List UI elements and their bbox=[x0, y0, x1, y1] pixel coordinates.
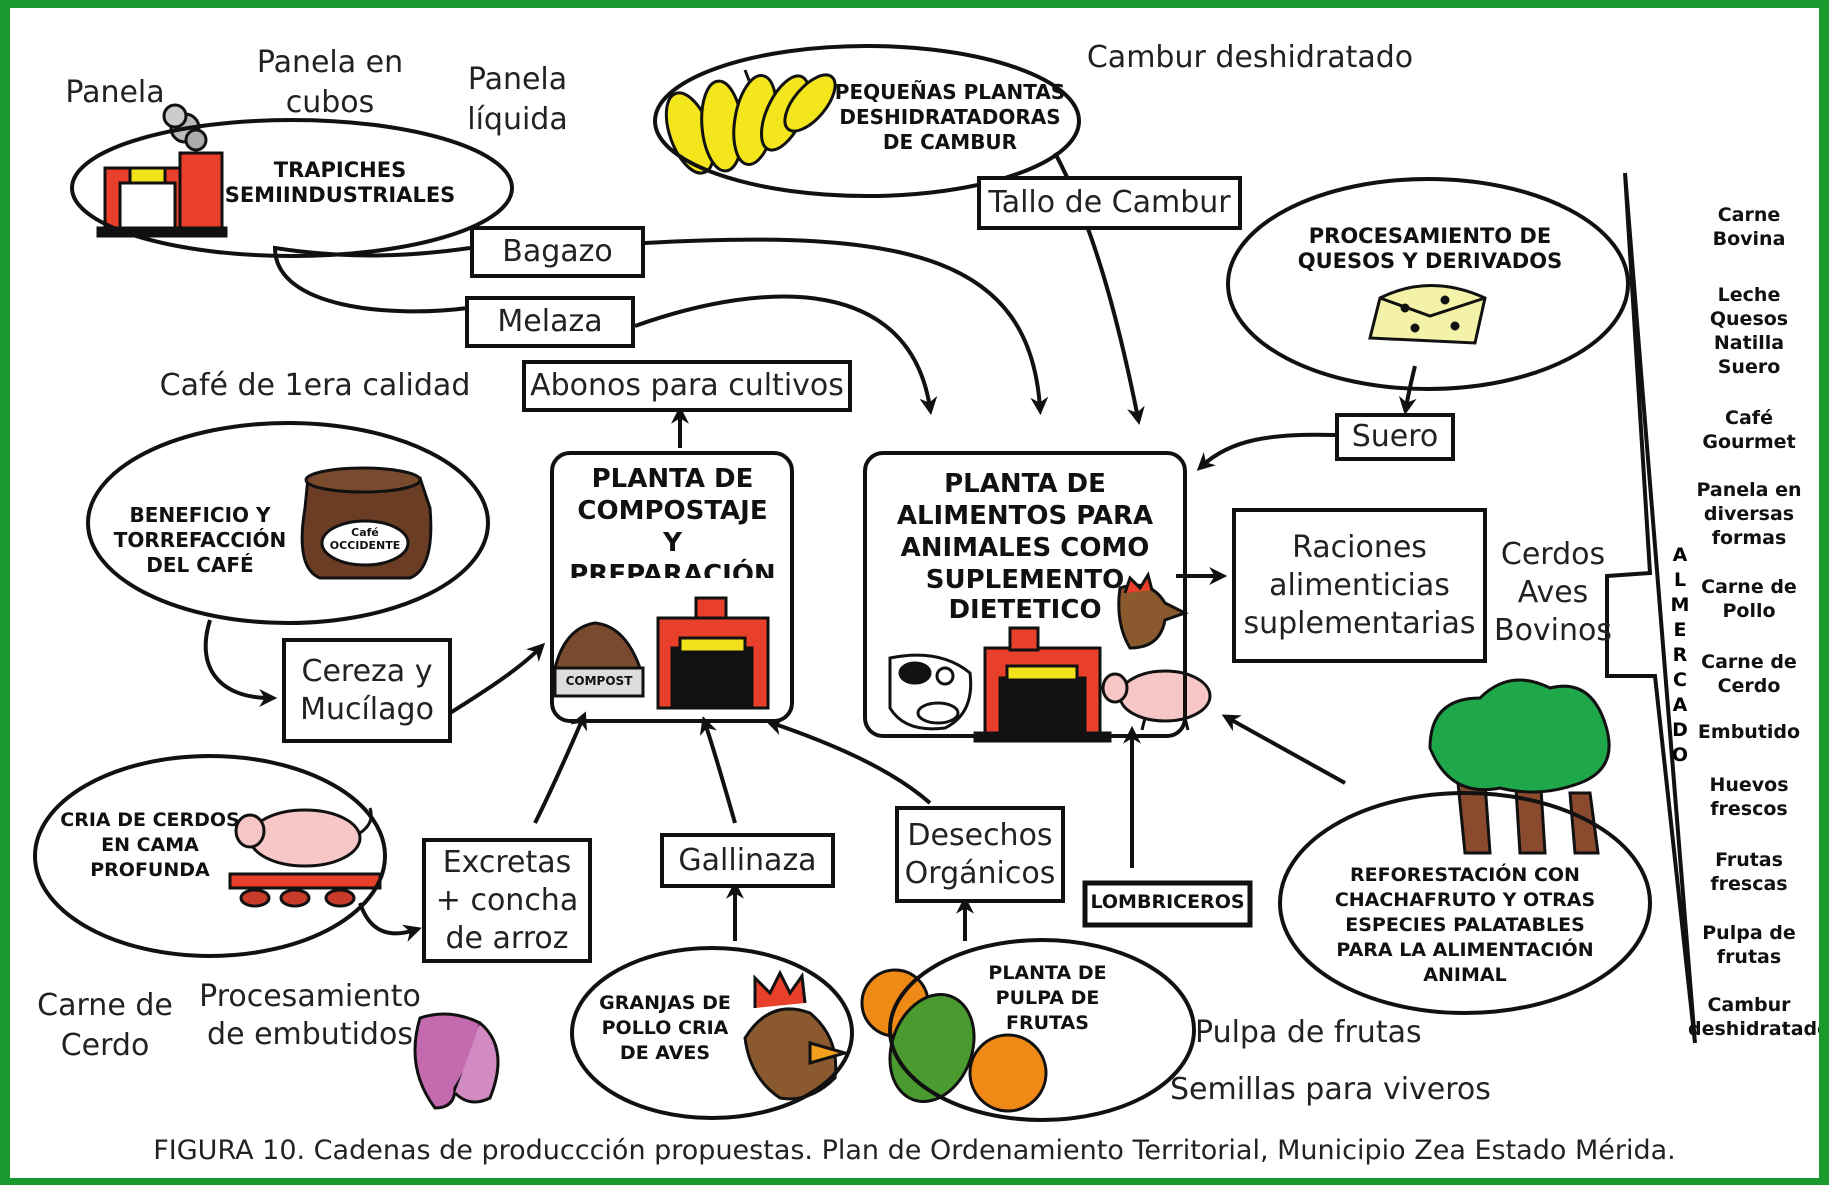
box-bagazo: Bagazo bbox=[470, 226, 645, 278]
label-panela-liquida: Panela líquida bbox=[467, 62, 568, 137]
diagram-canvas: TRAPICHES SEMIINDUSTRIALES PEQUEÑAS PLAN… bbox=[10, 8, 1819, 1178]
box-desechos: Desechos Orgánicos bbox=[895, 806, 1065, 903]
arrow-suero-to-alimentos bbox=[1196, 432, 1336, 471]
market-bracket bbox=[1605, 172, 1697, 1044]
label-pulpa-frutas: Pulpa de frutas bbox=[1195, 1015, 1422, 1050]
market-item: Carne de Cerdo bbox=[1701, 651, 1797, 697]
arrow-cerdos-to-excretas bbox=[358, 902, 422, 942]
coffee-sack-illustration bbox=[300, 466, 433, 580]
market-item: Pulpa de frutas bbox=[1702, 922, 1796, 968]
market-item: Huevos frescos bbox=[1709, 774, 1789, 820]
label-panela: Panela bbox=[65, 75, 165, 110]
market-item: Embutido bbox=[1697, 721, 1801, 743]
market-item: Carne de Pollo bbox=[1701, 576, 1797, 622]
rooster-small-illustration bbox=[1117, 571, 1189, 650]
trees-illustration bbox=[1428, 678, 1611, 855]
arrow-bagazo-to-alimentos bbox=[644, 237, 1049, 416]
cafe-bag-label: Café OCCIDENTE bbox=[329, 526, 401, 552]
rooster-large-illustration bbox=[743, 969, 851, 1101]
label-cafe-1era: Café de 1era calidad bbox=[159, 368, 471, 403]
node-quesos: PROCESAMIENTO DE QUESOS Y DERIVADOS bbox=[1297, 224, 1563, 273]
node-alimentos-mid: SUPLEMENTO bbox=[925, 565, 1125, 595]
flow-diagram bbox=[33, 44, 1697, 1122]
market-item: Carne Bovina bbox=[1712, 204, 1786, 250]
figure-caption: FIGURA 10. Cadenas de produccción propue… bbox=[153, 1135, 1676, 1166]
ham-illustration bbox=[413, 1012, 500, 1110]
market-item: Café Gourmet bbox=[1702, 407, 1796, 453]
arrow-melaza-to-alimentos bbox=[634, 294, 938, 416]
node-trapiches: TRAPICHES SEMIINDUSTRIALES bbox=[224, 158, 456, 207]
box-gallinaza: Gallinaza bbox=[660, 833, 835, 888]
node-compostaje: PLANTA DE COMPOSTAJE Y PREPARACIÓN DE AB… bbox=[569, 464, 776, 578]
box-raciones: Raciones alimenticias suplementarias bbox=[1232, 508, 1487, 663]
label-panela-cubos: Panela en cubos bbox=[256, 45, 404, 120]
arrow-desechos-to-compost bbox=[765, 718, 932, 805]
market-item: Leche Quesos Natilla Suero bbox=[1709, 284, 1789, 378]
arrow-cereza-to-compost bbox=[448, 642, 546, 715]
node-alimentos-top: PLANTA DE ALIMENTOS PARA ANIMALES COMO bbox=[896, 469, 1154, 563]
node-shapes bbox=[33, 44, 1652, 1122]
label-embutidos-proc: Procesamiento de embutidos bbox=[199, 979, 421, 1052]
box-tallo: Tallo de Cambur bbox=[977, 176, 1242, 230]
arrow-excretas-to-compost bbox=[533, 711, 587, 824]
cheese-illustration bbox=[1368, 284, 1487, 345]
label-cambur-deshidratado: Cambur deshidratado bbox=[1086, 40, 1414, 75]
label-cerdos-aves-bovinos: Cerdos Aves Bovinos bbox=[1493, 537, 1613, 648]
node-pulpa-planta: PLANTA DE PULPA DE FRUTAS bbox=[988, 962, 1107, 1034]
node-beneficio: BENEFICIO Y TORREFACCIÓN DEL CAFÉ bbox=[113, 503, 287, 577]
compost-label: COMPOST bbox=[565, 674, 633, 688]
node-deshidratadoras: PEQUEÑAS PLANTAS DESHIDRATADORAS DE CAMB… bbox=[834, 80, 1066, 154]
box-abonos: Abonos para cultivos bbox=[522, 360, 852, 412]
node-alimentos-bot: DIETETICO bbox=[948, 595, 1102, 625]
feed-plant-icon bbox=[973, 626, 1112, 743]
box-cereza: Cereza y Mucílago bbox=[282, 638, 452, 743]
node-cerdos-cama: CRIA DE CERDOS EN CAMA PROFUNDA bbox=[60, 809, 240, 881]
connectors bbox=[203, 152, 1417, 942]
market-item: Frutas frescas bbox=[1710, 849, 1788, 895]
pig-small-illustration bbox=[1101, 669, 1212, 731]
box-melaza: Melaza bbox=[465, 296, 635, 348]
node-reforestacion: REFORESTACIÓN CON CHACHAFRUTO Y OTRAS ES… bbox=[1334, 864, 1596, 986]
box-excretas: Excretas + concha de arroz bbox=[422, 838, 592, 963]
label-semillas: Semillas para viveros bbox=[1170, 1072, 1491, 1107]
label-carne-cerdo: Carne de Cerdo bbox=[37, 988, 173, 1063]
node-granjas: GRANJAS DE POLLO CRIA DE AVES bbox=[599, 992, 731, 1064]
cow-illustration bbox=[888, 653, 973, 731]
market-item: Cambur deshidratado bbox=[1688, 994, 1819, 1040]
arrow-gallinaza-to-compost bbox=[699, 716, 737, 824]
line-trapiche-bagazo bbox=[272, 245, 471, 314]
arrow-beneficio-to-cereza bbox=[203, 619, 278, 707]
trapiche-factory-icon bbox=[96, 103, 228, 238]
banana-illustration bbox=[664, 69, 837, 175]
market-label: A L M E R C A D O bbox=[1670, 544, 1690, 766]
pig-bed-illustration bbox=[228, 807, 382, 908]
compost-plant-icon bbox=[553, 596, 770, 710]
box-suero: Suero bbox=[1335, 413, 1455, 461]
node-lombriceros: LOMBRICEROS bbox=[1090, 891, 1245, 913]
market-item: Panela en diversas formas bbox=[1696, 479, 1802, 549]
arrow-reforestacion-to-alimentos bbox=[1221, 714, 1346, 785]
